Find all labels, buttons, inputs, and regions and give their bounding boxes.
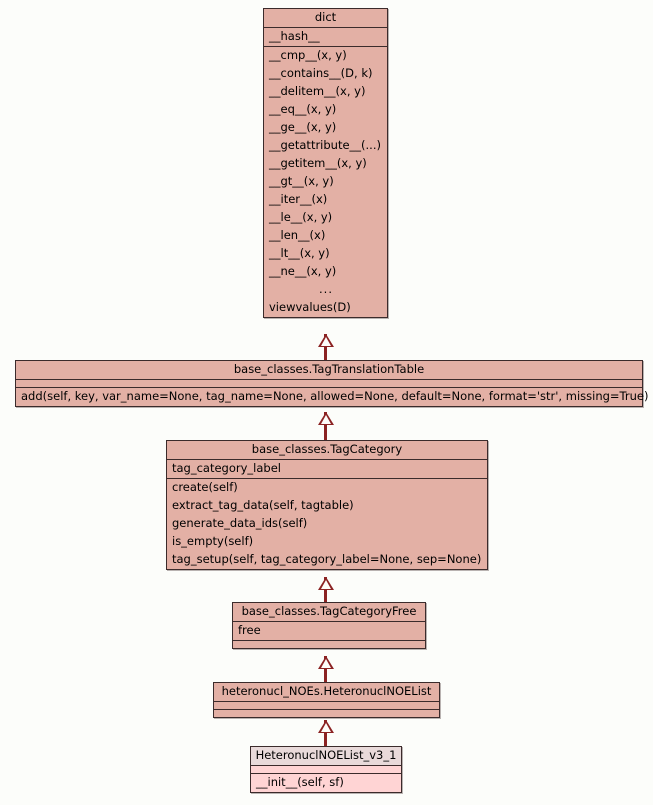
class-name-dict: dict [314,10,337,24]
class-attribute: __hash__ [269,29,320,43]
class-method: __init__(self, sf) [256,775,344,789]
class-attributes-dict: __hash__ [264,28,387,47]
class-method: __contains__(D, k) [269,66,373,80]
class-method: create(self) [172,480,238,494]
generalization-heteronucinoelist-v3-1-to-heteronucinoelist [317,720,334,746]
class-method: __getattribute__(...) [269,138,381,152]
class-methods-empty [233,641,425,648]
class-header-heteronucinoelist: heteronucl_NOEs.HeteronuclNOEList [214,683,439,702]
class-method: is_empty(self) [172,534,254,548]
arrowhead-fill [320,415,331,424]
class-box-heteronucinoelist[interactable]: heteronucl_NOEs.HeteronuclNOEList [213,682,440,718]
class-attributes-tagtranslationtable [16,380,642,388]
class-attributes-tagcategory: tag_category_label [167,460,487,479]
class-method: __lt__(x, y) [269,246,330,260]
class-method: __iter__(x) [269,192,328,206]
class-methods-dict: __cmp__(x, y) __contains__(D, k) __delit… [264,47,387,317]
class-methods-heteronucinoelist [214,710,439,717]
class-method-ellipsis: ... [319,282,333,296]
class-box-dict[interactable]: dict __hash__ __cmp__(x, y) __contains__… [263,8,388,318]
class-name-tagcategory: base_classes.TagCategory [251,442,403,456]
class-methods-tagtranslationtable: add(self, key, var_name=None, tag_name=N… [16,388,649,406]
class-name-tagcategoryfree: base_classes.TagCategoryFree [241,604,417,618]
class-header-dict: dict [264,9,387,28]
class-attributes-empty [251,766,401,773]
class-method: add(self, key, var_name=None, tag_name=N… [21,389,649,403]
class-method: generate_data_ids(self) [172,516,308,530]
generalization-tagtranslationtable-to-dict [317,334,334,360]
class-box-heteronucinoelist-v3-1[interactable]: HeteronuclNOEList_v3_1 __init__(self, sf… [250,746,402,793]
class-attributes-tagcategoryfree: free [233,622,425,641]
class-box-tagcategoryfree[interactable]: base_classes.TagCategoryFree free [232,602,426,649]
relation-line [324,334,327,360]
class-methods-heteronucinoelist-v3-1: __init__(self, sf) [251,774,401,792]
class-name-heteronucinoelist: heteronucl_NOEs.HeteronuclNOEList [221,684,432,698]
class-box-tagtranslationtable[interactable]: base_classes.TagTranslationTable add(sel… [15,360,649,407]
class-header-tagcategoryfree: base_classes.TagCategoryFree [233,603,425,622]
class-method: __cmp__(x, y) [269,48,347,62]
class-name-tagtranslationtable: base_classes.TagTranslationTable [233,362,425,376]
class-box-tagcategory[interactable]: base_classes.TagCategory tag_category_la… [166,440,488,570]
class-attributes-heteronucinoelist-v3-1 [251,766,401,774]
relation-line [324,656,327,682]
class-method: __delitem__(x, y) [269,84,366,98]
generalization-tagcategory-to-tagtranslationtable [317,412,334,440]
relation-line [324,720,327,746]
class-attribute: tag_category_label [172,461,281,475]
class-header-tagtranslationtable: base_classes.TagTranslationTable [16,361,642,380]
class-method: extract_tag_data(self, tagtable) [172,498,354,512]
class-method: __len__(x) [269,228,326,242]
relation-line [324,412,327,440]
class-methods-empty [214,710,439,717]
class-methods-tagcategoryfree [233,641,425,648]
class-method: __ge__(x, y) [269,120,337,134]
arrowhead-fill [320,337,331,346]
class-method: __le__(x, y) [269,210,333,224]
class-name-heteronucinoelist-v3-1: HeteronuclNOEList_v3_1 [255,748,397,762]
class-method: __getitem__(x, y) [269,156,367,170]
class-attributes-heteronucinoelist [214,702,439,710]
class-method: __gt__(x, y) [269,174,334,188]
class-attribute: free [238,623,261,637]
class-header-heteronucinoelist-v3-1: HeteronuclNOEList_v3_1 [251,747,401,766]
class-method: __eq__(x, y) [269,102,337,116]
arrowhead-fill [320,659,331,668]
class-method: tag_setup(self, tag_category_label=None,… [172,552,482,566]
arrowhead-fill [320,723,331,732]
class-header-tagcategory: base_classes.TagCategory [167,441,487,460]
arrowhead-fill [320,580,331,589]
generalization-heteronucinoelist-to-tagcategoryfree [317,656,334,682]
class-attributes-empty [214,702,439,709]
generalization-tagcategoryfree-to-tagcategory [317,577,334,602]
class-attributes-empty [16,380,642,387]
class-method: __ne__(x, y) [269,264,337,278]
class-methods-tagcategory: create(self) extract_tag_data(self, tagt… [167,479,487,569]
class-method: viewvalues(D) [269,300,351,314]
